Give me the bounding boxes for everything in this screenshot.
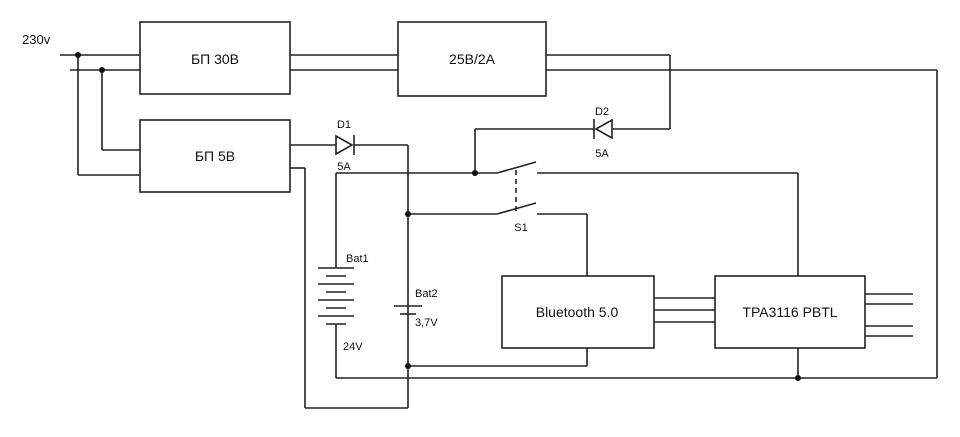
psu-5v-label: БП 5В	[195, 148, 235, 164]
mains-wires	[60, 52, 140, 176]
bluetooth-module-label: Bluetooth 5.0	[536, 304, 619, 320]
mains-input-label: 230v	[22, 32, 51, 47]
diode-d1	[290, 134, 409, 408]
amplifier-block	[714, 275, 866, 349]
junction-dot	[405, 211, 411, 217]
d2-label: D2	[595, 106, 609, 118]
junction-dot	[795, 375, 801, 381]
dcdc-25v-block	[397, 21, 547, 97]
psu-5v-block	[139, 119, 291, 193]
amplifier-label: TPA3116 PBTL	[742, 304, 837, 320]
bat2-voltage: 3,7V	[415, 317, 438, 329]
junction-dot	[405, 363, 411, 369]
switch-s1	[405, 161, 798, 217]
battery-bat2	[394, 305, 422, 315]
psu5-return-wire	[290, 167, 408, 409]
dcdc-25v-label: 25В/2А	[449, 51, 496, 67]
d1-label: D1	[337, 119, 351, 131]
switch-output-wires	[586, 173, 799, 276]
d2-rating: 5A	[595, 148, 609, 160]
bat1-voltage: 24V	[343, 341, 363, 353]
bat2-label: Bat2	[415, 288, 438, 300]
d1-rating: 5A	[337, 161, 351, 173]
audio-bus	[654, 297, 715, 323]
diode-d2	[474, 118, 613, 173]
psu-30v-label: БП 30В	[191, 51, 239, 67]
junction-dot	[472, 170, 478, 176]
psu-30v-block	[139, 21, 291, 95]
ground-bus	[336, 348, 801, 381]
psu30-dcdc-bus	[290, 54, 398, 71]
bluetooth-module-block	[501, 275, 655, 349]
junction-dot	[75, 52, 81, 58]
s1-label: S1	[514, 222, 527, 234]
speaker-outputs	[865, 293, 913, 337]
bat1-label: Bat1	[346, 253, 369, 265]
bat1-switch-wire	[336, 170, 497, 176]
junction-dot	[99, 67, 105, 73]
battery-bat1	[318, 173, 354, 378]
bluetooth-ground-wire	[405, 348, 588, 369]
dcdc-output-wires	[546, 54, 938, 379]
